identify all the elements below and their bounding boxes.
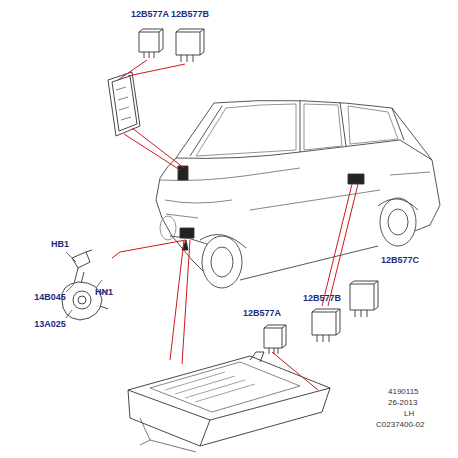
callout-number: 12B577A [243, 309, 281, 319]
relay-symbol [139, 29, 163, 58]
relay-symbol [264, 325, 286, 354]
callout-number: 13A025 [34, 320, 66, 330]
relay-symbol [176, 29, 204, 62]
fuse-box [128, 352, 330, 452]
callout-number: 12B577B [171, 10, 209, 20]
callout-number: 12B577C [381, 256, 419, 266]
relay-symbol [312, 309, 340, 342]
callout-number: 12B577A [131, 10, 169, 20]
fusebox-location [180, 228, 194, 238]
drawing-side: LH [404, 410, 414, 419]
callout-number: 12B577B [303, 294, 341, 304]
drawing-reference: C0237400-02 [376, 421, 424, 430]
horn-symbol [62, 250, 108, 320]
relay-location [348, 174, 364, 184]
module-location [178, 166, 188, 180]
drawing-number: 4190115 [388, 388, 419, 397]
callout-number: HB1 [51, 240, 69, 250]
drawing-date: 26-2013 [388, 399, 417, 408]
relay-bracket [108, 72, 140, 136]
vehicle-outline [156, 100, 440, 288]
callout-number: 14B045 [34, 293, 66, 303]
callout-leaders [66, 252, 102, 318]
relay-symbol [350, 281, 378, 317]
leader-lines [112, 60, 358, 390]
callout-number: HN1 [95, 288, 113, 298]
